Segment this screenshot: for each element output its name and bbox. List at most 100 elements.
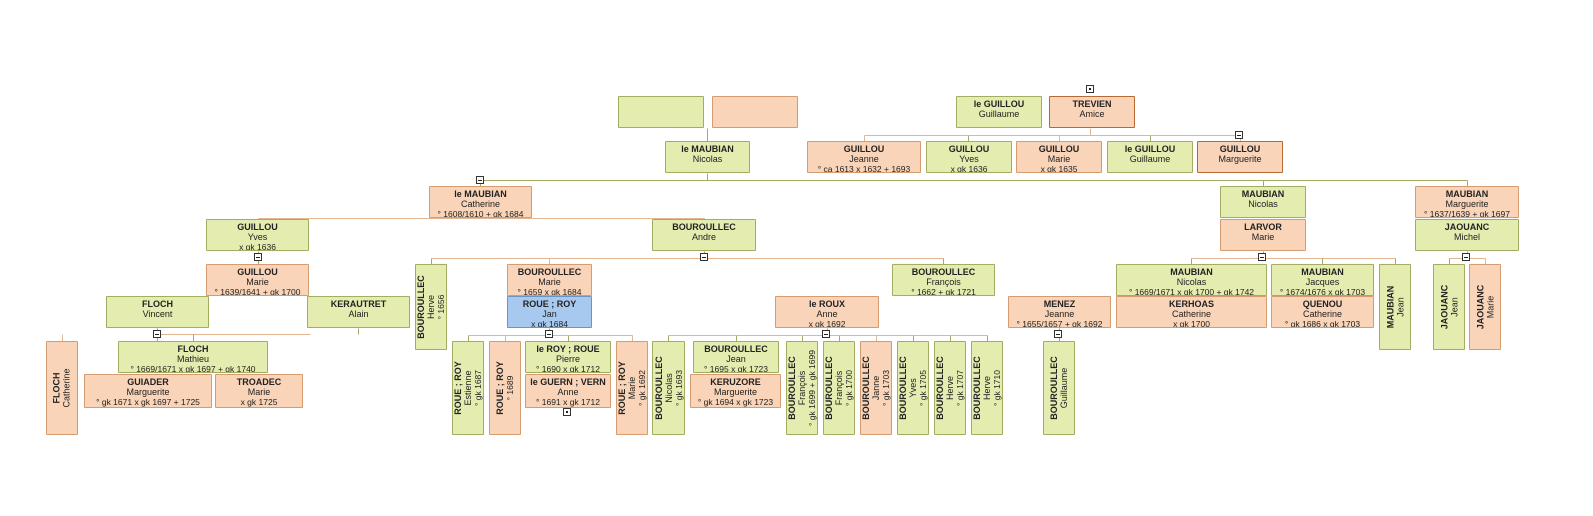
person-surname: BOUROULLEC bbox=[787, 356, 798, 420]
person-surname: BOUROULLEC bbox=[824, 356, 834, 420]
person-dates: x gk 1635 bbox=[1040, 164, 1078, 173]
collapse-toggle-icon[interactable] bbox=[153, 330, 161, 338]
person-dates: ° 1608/1610 + gk 1684 bbox=[437, 209, 524, 218]
person-given-name: François bbox=[926, 277, 961, 287]
expand-toggle-icon[interactable] bbox=[1086, 85, 1094, 93]
person-given-name: Jean bbox=[1449, 297, 1460, 317]
expand-toggle-icon[interactable] bbox=[563, 408, 571, 416]
person-given-name: Marie bbox=[1251, 232, 1275, 242]
person-given-name: Catherine bbox=[62, 368, 72, 408]
person-surname: le ROUX bbox=[808, 299, 845, 309]
person-given-name: Herve bbox=[945, 376, 955, 401]
person-box-unk-mother[interactable] bbox=[712, 96, 798, 128]
person-dates: ° gk 1694 x gk 1723 bbox=[697, 397, 774, 407]
person-dates: ° ca 1613 x 1632 + 1693 bbox=[817, 164, 911, 173]
person-given-name: Jean bbox=[726, 354, 746, 364]
person-surname: GUILLOU bbox=[843, 144, 885, 154]
person-surname: ROUE ; ROY bbox=[453, 361, 464, 415]
collapse-toggle-icon[interactable] bbox=[1054, 330, 1062, 338]
person-box-unk-father[interactable] bbox=[618, 96, 704, 128]
person-box-roue-roy-1689[interactable]: ROUE ; ROY° 1689 bbox=[489, 341, 521, 435]
person-surname: LARVOR bbox=[1244, 222, 1282, 232]
person-surname: le GUILLOU bbox=[1124, 144, 1176, 154]
person-given-name: Yves bbox=[908, 378, 918, 398]
person-given-name: Estienne bbox=[463, 370, 474, 406]
person-given-name: Mathieu bbox=[176, 354, 210, 364]
person-given-name: Jacques bbox=[1305, 277, 1340, 287]
collapse-toggle-icon[interactable] bbox=[700, 253, 708, 261]
collapse-toggle-icon[interactable] bbox=[1258, 253, 1266, 261]
person-given-name: François bbox=[834, 370, 844, 406]
person-surname: QUENOU bbox=[1302, 299, 1343, 309]
person-surname: GUIADER bbox=[127, 377, 169, 387]
person-surname: BOUROULLEC bbox=[898, 356, 908, 420]
collapse-toggle-icon[interactable] bbox=[476, 176, 484, 184]
person-surname: JAOUANC bbox=[1444, 222, 1490, 232]
person-dates: x gk 1636 bbox=[950, 164, 988, 173]
person-given-name: Guillaume bbox=[1059, 367, 1069, 409]
person-dates: ° gk 1692 bbox=[637, 369, 648, 407]
person-given-name: Catherine bbox=[1302, 309, 1343, 319]
collapse-toggle-icon[interactable] bbox=[1235, 131, 1243, 139]
person-surname: BOUROULLEC bbox=[653, 356, 664, 420]
person-given-name: Vincent bbox=[142, 309, 173, 319]
person-given-name: Jan bbox=[542, 309, 557, 319]
person-given-name: Herve bbox=[426, 295, 436, 320]
collapse-toggle-icon[interactable] bbox=[822, 330, 830, 338]
collapse-toggle-icon[interactable] bbox=[545, 330, 553, 338]
collapse-toggle-icon[interactable] bbox=[1462, 253, 1470, 261]
person-given-name: Catherine bbox=[1171, 309, 1212, 319]
collapse-toggle-icon[interactable] bbox=[254, 253, 262, 261]
person-surname: ROUE ; ROY bbox=[617, 361, 628, 415]
